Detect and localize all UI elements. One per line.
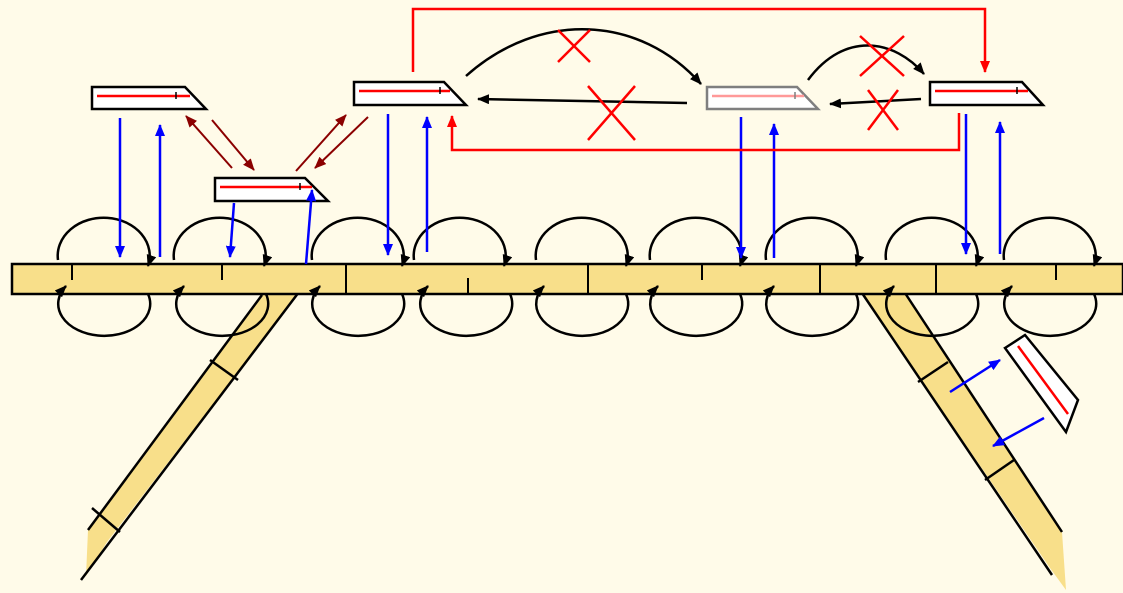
- blocked-crosses: [557, 29, 905, 141]
- train-d: [928, 80, 1046, 107]
- circular-arrow-icon: [56, 216, 157, 267]
- circular-arrow-icon: [764, 216, 865, 267]
- arrow-icon: [477, 94, 688, 105]
- circular-arrow-icon: [308, 285, 406, 338]
- arrow-icon: [304, 189, 317, 265]
- route-bottom: [447, 113, 961, 152]
- blue-transfer-arrows: [115, 114, 1045, 448]
- circular-arrow-icon: [1002, 216, 1103, 267]
- main-line-track: [10, 262, 1123, 296]
- cross-icon: [557, 29, 591, 63]
- circular-arrow-icon: [762, 285, 860, 338]
- train-car-icon: [928, 80, 1046, 107]
- arrow-icon: [225, 202, 236, 258]
- circular-arrow-icon: [534, 216, 635, 267]
- train-car-icon: [90, 85, 209, 111]
- left-branch-track: [80, 287, 303, 581]
- circular-arrow-icon: [532, 285, 630, 338]
- train-car-icon: [352, 80, 469, 107]
- train-c: [213, 176, 332, 203]
- train-b: [352, 80, 469, 107]
- circular-arrow-icon-group: [54, 216, 1103, 338]
- circular-arrow-icon: [54, 285, 152, 338]
- arrow-icon: [992, 416, 1045, 448]
- cross-icon: [587, 85, 636, 141]
- route-top: [411, 7, 990, 73]
- circular-arrow-icon: [310, 216, 411, 267]
- train-car-icon: [1003, 333, 1080, 435]
- train-ghost: [705, 85, 821, 111]
- ghost-train-car-icon: [705, 85, 821, 111]
- track-sleepers: [71, 264, 1057, 294]
- arrow-icon: [211, 119, 255, 171]
- train-a: [90, 85, 209, 111]
- circular-arrow-icon: [884, 216, 985, 267]
- circular-arrow-icon: [882, 285, 980, 338]
- arrow-icon: [314, 116, 369, 169]
- shunt-arrows: [185, 114, 369, 172]
- arrow-icon: [465, 28, 702, 85]
- circular-arrow-icon: [648, 216, 749, 267]
- circular-arrow-icon: [412, 216, 513, 267]
- circular-arrow-icon: [646, 285, 744, 338]
- arrow-icon: [295, 114, 347, 172]
- circular-arrow-icon: [1000, 285, 1098, 338]
- circular-arrow-icon: [172, 285, 270, 338]
- train-car-icon: [213, 176, 332, 203]
- circular-arrow-icon: [416, 285, 514, 338]
- cross-icon: [867, 89, 899, 131]
- arrow-icon: [185, 115, 233, 169]
- circular-arrow-icon: [172, 216, 273, 267]
- train-e: [1003, 333, 1080, 435]
- arrow-icon: [949, 358, 1001, 394]
- cross-icon: [859, 35, 905, 77]
- right-branch-track: [860, 292, 1066, 590]
- red-routes: [411, 7, 990, 152]
- transition-arrows: [465, 28, 925, 109]
- arrow-icon: [806, 44, 925, 81]
